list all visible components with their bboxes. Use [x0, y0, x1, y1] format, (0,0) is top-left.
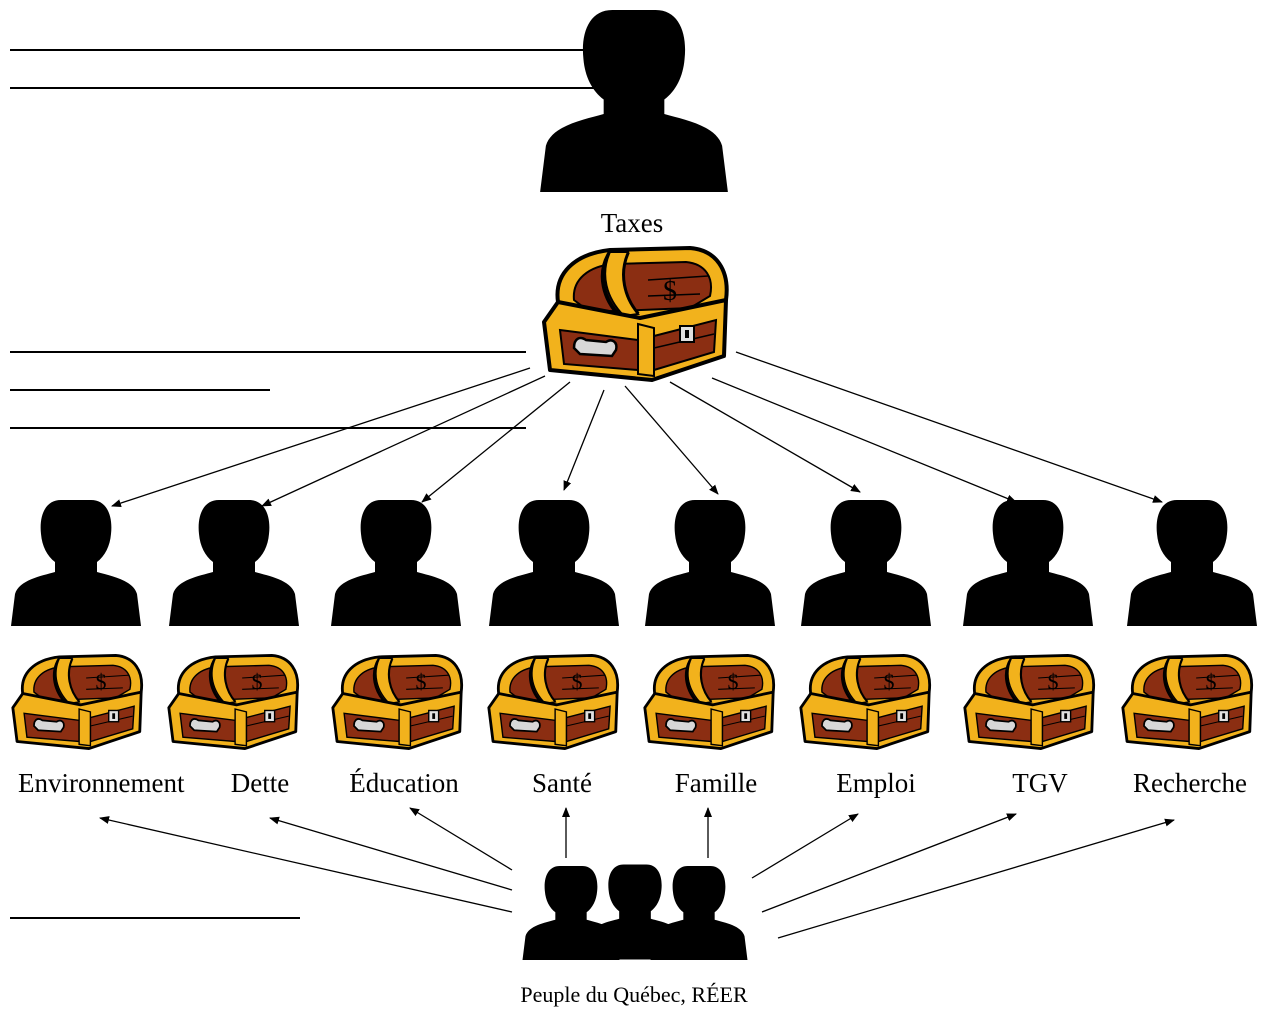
arrow-from-people-recherche	[777, 818, 1175, 939]
minister-label-line2: des finances	[568, 162, 701, 192]
distribution-arrows	[111, 351, 1163, 507]
people-silhouette	[586, 864, 684, 960]
contribution-arrows	[99, 807, 1175, 939]
department-label-dette: Dette	[231, 768, 289, 798]
minister: Ministre des finances	[540, 10, 728, 192]
department-chest-symbol: $	[96, 669, 107, 694]
department-silhouette	[645, 500, 775, 626]
arrow-to-environnement	[111, 367, 531, 507]
department-chest-icon	[11, 654, 144, 750]
department-label-education: Éducation	[349, 768, 459, 798]
taxes-label: Taxes	[601, 208, 664, 238]
department-silhouette	[11, 500, 141, 626]
blank-lines	[10, 49, 672, 919]
department-silhouette	[963, 500, 1093, 626]
department-chest-icon	[963, 654, 1096, 750]
department-chest-symbol: $	[1206, 669, 1217, 694]
arrow-from-people-dette	[269, 816, 513, 891]
people-group	[522, 864, 748, 960]
department-label-emploi: Emploi	[836, 768, 916, 798]
department-chest-icon	[799, 654, 932, 750]
arrow-from-people-environnement	[99, 816, 513, 913]
department-chest-icon	[643, 654, 776, 750]
arrow-to-sante	[563, 389, 605, 491]
arrow-to-tgv	[711, 377, 1017, 503]
department-chest-symbol: $	[252, 669, 263, 694]
arrow-to-famille	[624, 385, 719, 495]
main-chest-icon	[544, 248, 727, 380]
department-label-sante: Santé	[532, 768, 592, 798]
department-silhouettes	[11, 500, 1257, 626]
department-label-environnement: Environnement	[18, 768, 185, 798]
department-labels: Environnement Dette Éducation Santé Fami…	[18, 768, 1247, 798]
department-silhouette	[331, 500, 461, 626]
department-silhouette	[169, 500, 299, 626]
arrow-from-people-education	[409, 807, 513, 871]
department-label-famille: Famille	[675, 768, 758, 798]
department-silhouette	[801, 500, 931, 626]
department-silhouette	[489, 500, 619, 626]
arrow-to-recherche	[735, 351, 1163, 503]
department-chest-symbol: $	[416, 669, 427, 694]
arrow-to-education	[421, 381, 571, 503]
department-chest-icon	[1121, 654, 1254, 750]
main-chest-symbol: $	[663, 276, 677, 307]
department-label-tgv: TGV	[1012, 768, 1068, 798]
department-chest-symbol: $	[728, 669, 739, 694]
department-chest-symbol: $	[884, 669, 895, 694]
arrow-to-dette	[261, 375, 546, 507]
department-chest-symbol: $	[1048, 669, 1059, 694]
minister-label-line1: Ministre	[588, 122, 680, 152]
main-chest: $	[544, 248, 727, 380]
people-label: Peuple du Québec, RÉER	[520, 982, 748, 1007]
department-label-recherche: Recherche	[1133, 768, 1247, 798]
department-chest-icon	[331, 654, 464, 750]
department-silhouette	[1127, 500, 1257, 626]
department-chests: $ $ $ $ $ $ $ $	[11, 654, 1254, 750]
arrow-to-emploi	[669, 381, 861, 493]
arrow-from-people-emploi	[751, 813, 859, 879]
department-chest-icon	[167, 654, 300, 750]
arrow-from-people-tgv	[761, 813, 1017, 913]
department-chest-symbol: $	[572, 669, 583, 694]
department-chest-icon	[487, 654, 620, 750]
